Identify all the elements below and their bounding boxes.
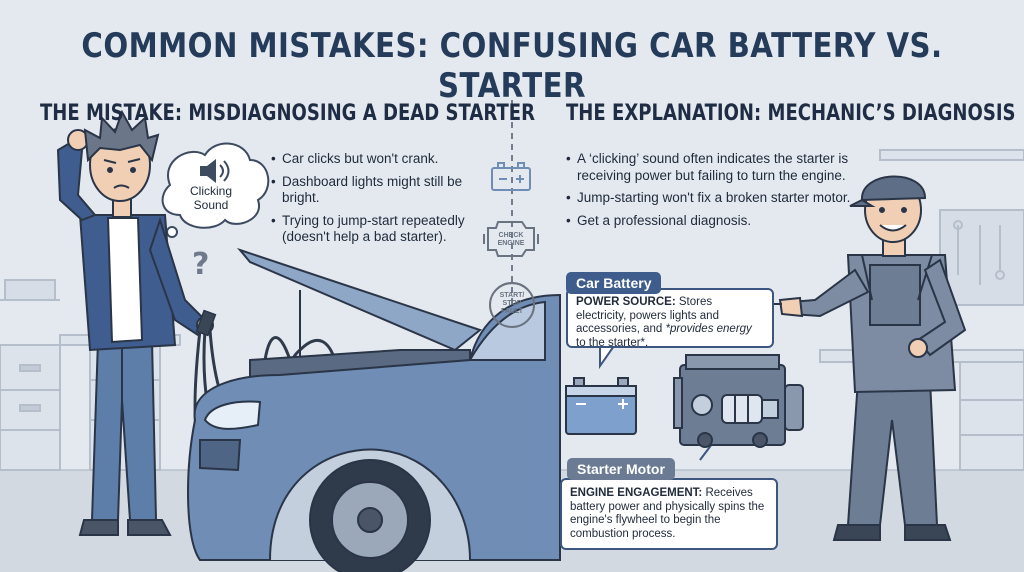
battery-callout: POWER SOURCE: Stores electricity, powers…	[566, 288, 774, 349]
car-battery-tag: Car Battery	[566, 272, 662, 294]
start-stop-label-line: FAULT	[500, 308, 524, 315]
mistake-bullet: Dashboard lights might still be bright.	[271, 174, 501, 207]
check-engine-label-line: CHECK	[498, 232, 524, 239]
battery-emphasis: *provides energy	[665, 323, 752, 335]
explanation-bullets: A ‘clicking’ sound often indicates the s…	[566, 151, 881, 235]
mistake-bullet: Trying to jump-start repeatedly (doesn't…	[271, 213, 501, 246]
thought-bubble	[159, 142, 270, 249]
start-stop-fault-label: START/ STOP FAULT	[492, 292, 532, 316]
check-engine-label: CHECK ENGINE	[492, 232, 530, 248]
explanation-heading: THE EXPLANATION: MECHANIC’S DIAGNOSIS	[566, 101, 1016, 126]
starter-callout: ENGINE ENGAGEMENT: Receives battery powe…	[560, 478, 778, 550]
explanation-bullet: A ‘clicking’ sound often indicates the s…	[566, 151, 881, 184]
battery-term: POWER SOURCE:	[576, 296, 676, 308]
engine-block	[673, 354, 804, 448]
main-title: COMMON MISTAKES: CONFUSING CAR BATTERY V…	[81, 26, 943, 106]
mistake-bullet: Car clicks but won't crank.	[271, 151, 501, 168]
battery-desc: Stores electricity, powers lights and ac…	[576, 296, 719, 335]
explanation-bullet: Get a professional diagnosis.	[566, 213, 881, 230]
starter-desc: Receives battery power and physically sp…	[570, 487, 765, 540]
start-stop-label-line: STOP	[502, 300, 522, 307]
confused-man	[56, 109, 214, 536]
start-stop-label-line: START/	[499, 292, 525, 299]
starter-term: ENGINE ENGAGEMENT:	[570, 487, 703, 499]
battery-warning-icon	[491, 162, 531, 191]
starter-motor-tag: Starter Motor	[567, 458, 675, 480]
start-stop-fault-icon	[489, 282, 535, 328]
car	[187, 247, 561, 572]
clicking-sound-label: Clicking Sound	[189, 184, 232, 212]
explanation-bullet: Jump-starting won't fix a broken starter…	[566, 190, 881, 207]
question-mark-glyph: ?	[192, 247, 209, 282]
car-battery	[565, 377, 637, 435]
check-engine-label-line: ENGINE	[497, 240, 525, 247]
mistake-bullets: Car clicks but won't crank. Dashboard li…	[271, 151, 501, 252]
speaker-icon	[200, 159, 230, 183]
mistake-heading: THE MISTAKE: MISDIAGNOSING A DEAD STARTE…	[40, 101, 535, 126]
battery-tail: to the starter*.	[576, 336, 649, 349]
